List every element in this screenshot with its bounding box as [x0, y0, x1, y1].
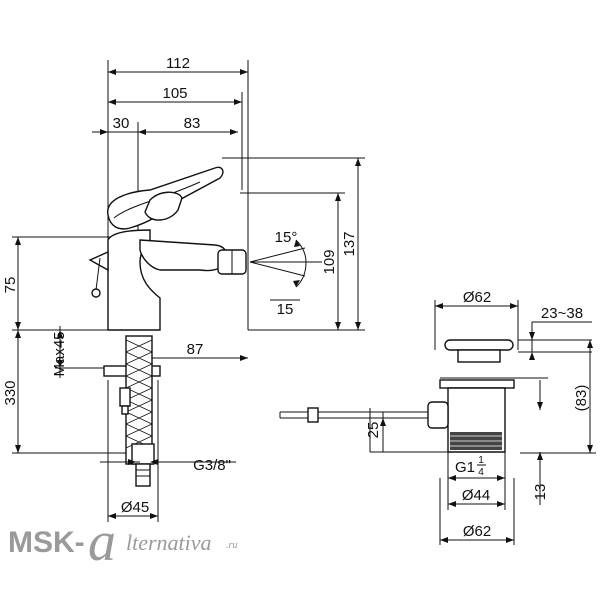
watermark-tld: .ru: [226, 540, 237, 551]
dia62-top-label: Ø62: [463, 289, 491, 306]
dim-83-paren: (83): [520, 340, 596, 454]
max45-label: Max45: [51, 331, 68, 376]
dim-105: 105: [108, 85, 243, 190]
dim-105-label: 105: [162, 85, 187, 102]
watermark-right: lternativa: [126, 530, 212, 555]
spout-angles: 15° 15: [249, 229, 322, 318]
dim-g38: G3/8": [100, 457, 236, 474]
dim-87-label: 87: [187, 341, 204, 358]
dim-25-label: 25: [365, 422, 382, 439]
range-23-38-label: 23~38: [541, 305, 583, 322]
dim-30-label: 30: [113, 115, 130, 132]
dim-13-label: 13: [532, 484, 549, 501]
frac-num-label: 1: [478, 455, 484, 466]
dim-75-label: 75: [2, 277, 19, 294]
dim-109: 109: [240, 192, 345, 330]
dim-max45: Max45: [51, 326, 104, 378]
mixer-drawing: 112 105 30 83 137: [2, 55, 365, 522]
dim-dia44: Ø44: [447, 452, 506, 510]
dim-330-label: 330: [2, 380, 19, 405]
dim-112-label: 112: [166, 55, 190, 72]
drain-body: 25: [279, 339, 515, 453]
dim-23-38: 23~38: [518, 305, 592, 360]
watermark-logo: MSK- a lternativa .ru: [8, 511, 237, 573]
thread-g1-label: G1: [455, 459, 475, 476]
dia44-label: Ø44: [462, 487, 490, 504]
dim-dia62-bottom: Ø62: [440, 523, 514, 543]
frac-den-label: 4: [478, 467, 484, 478]
angle-bottom-label: 15: [277, 301, 294, 318]
angle-top-label: 15°: [275, 229, 298, 246]
dim-13: 13: [505, 377, 549, 505]
dim-dia62-top: Ø62: [434, 289, 519, 350]
dim-g1-quarter: G1 1 4: [439, 455, 515, 545]
dim-109-label: 109: [321, 249, 338, 274]
dim-83-label: 83: [184, 115, 201, 132]
dim-87: 87: [146, 341, 248, 361]
dim-137: 137: [222, 157, 365, 331]
dim-dia45: Ø45: [107, 380, 159, 522]
dim-137-label: 137: [341, 231, 358, 256]
watermark-left: MSK-: [8, 526, 85, 559]
dim-83-paren-label: (83): [573, 385, 590, 412]
dia62-bottom-label: Ø62: [463, 523, 491, 540]
thread-g38-label: G3/8": [193, 457, 231, 474]
drain-drawing: Ø62 23~38 (83): [279, 289, 596, 545]
dia45-label: Ø45: [121, 499, 149, 516]
watermark-a: a: [88, 511, 116, 573]
mixer-body: [88, 166, 247, 487]
